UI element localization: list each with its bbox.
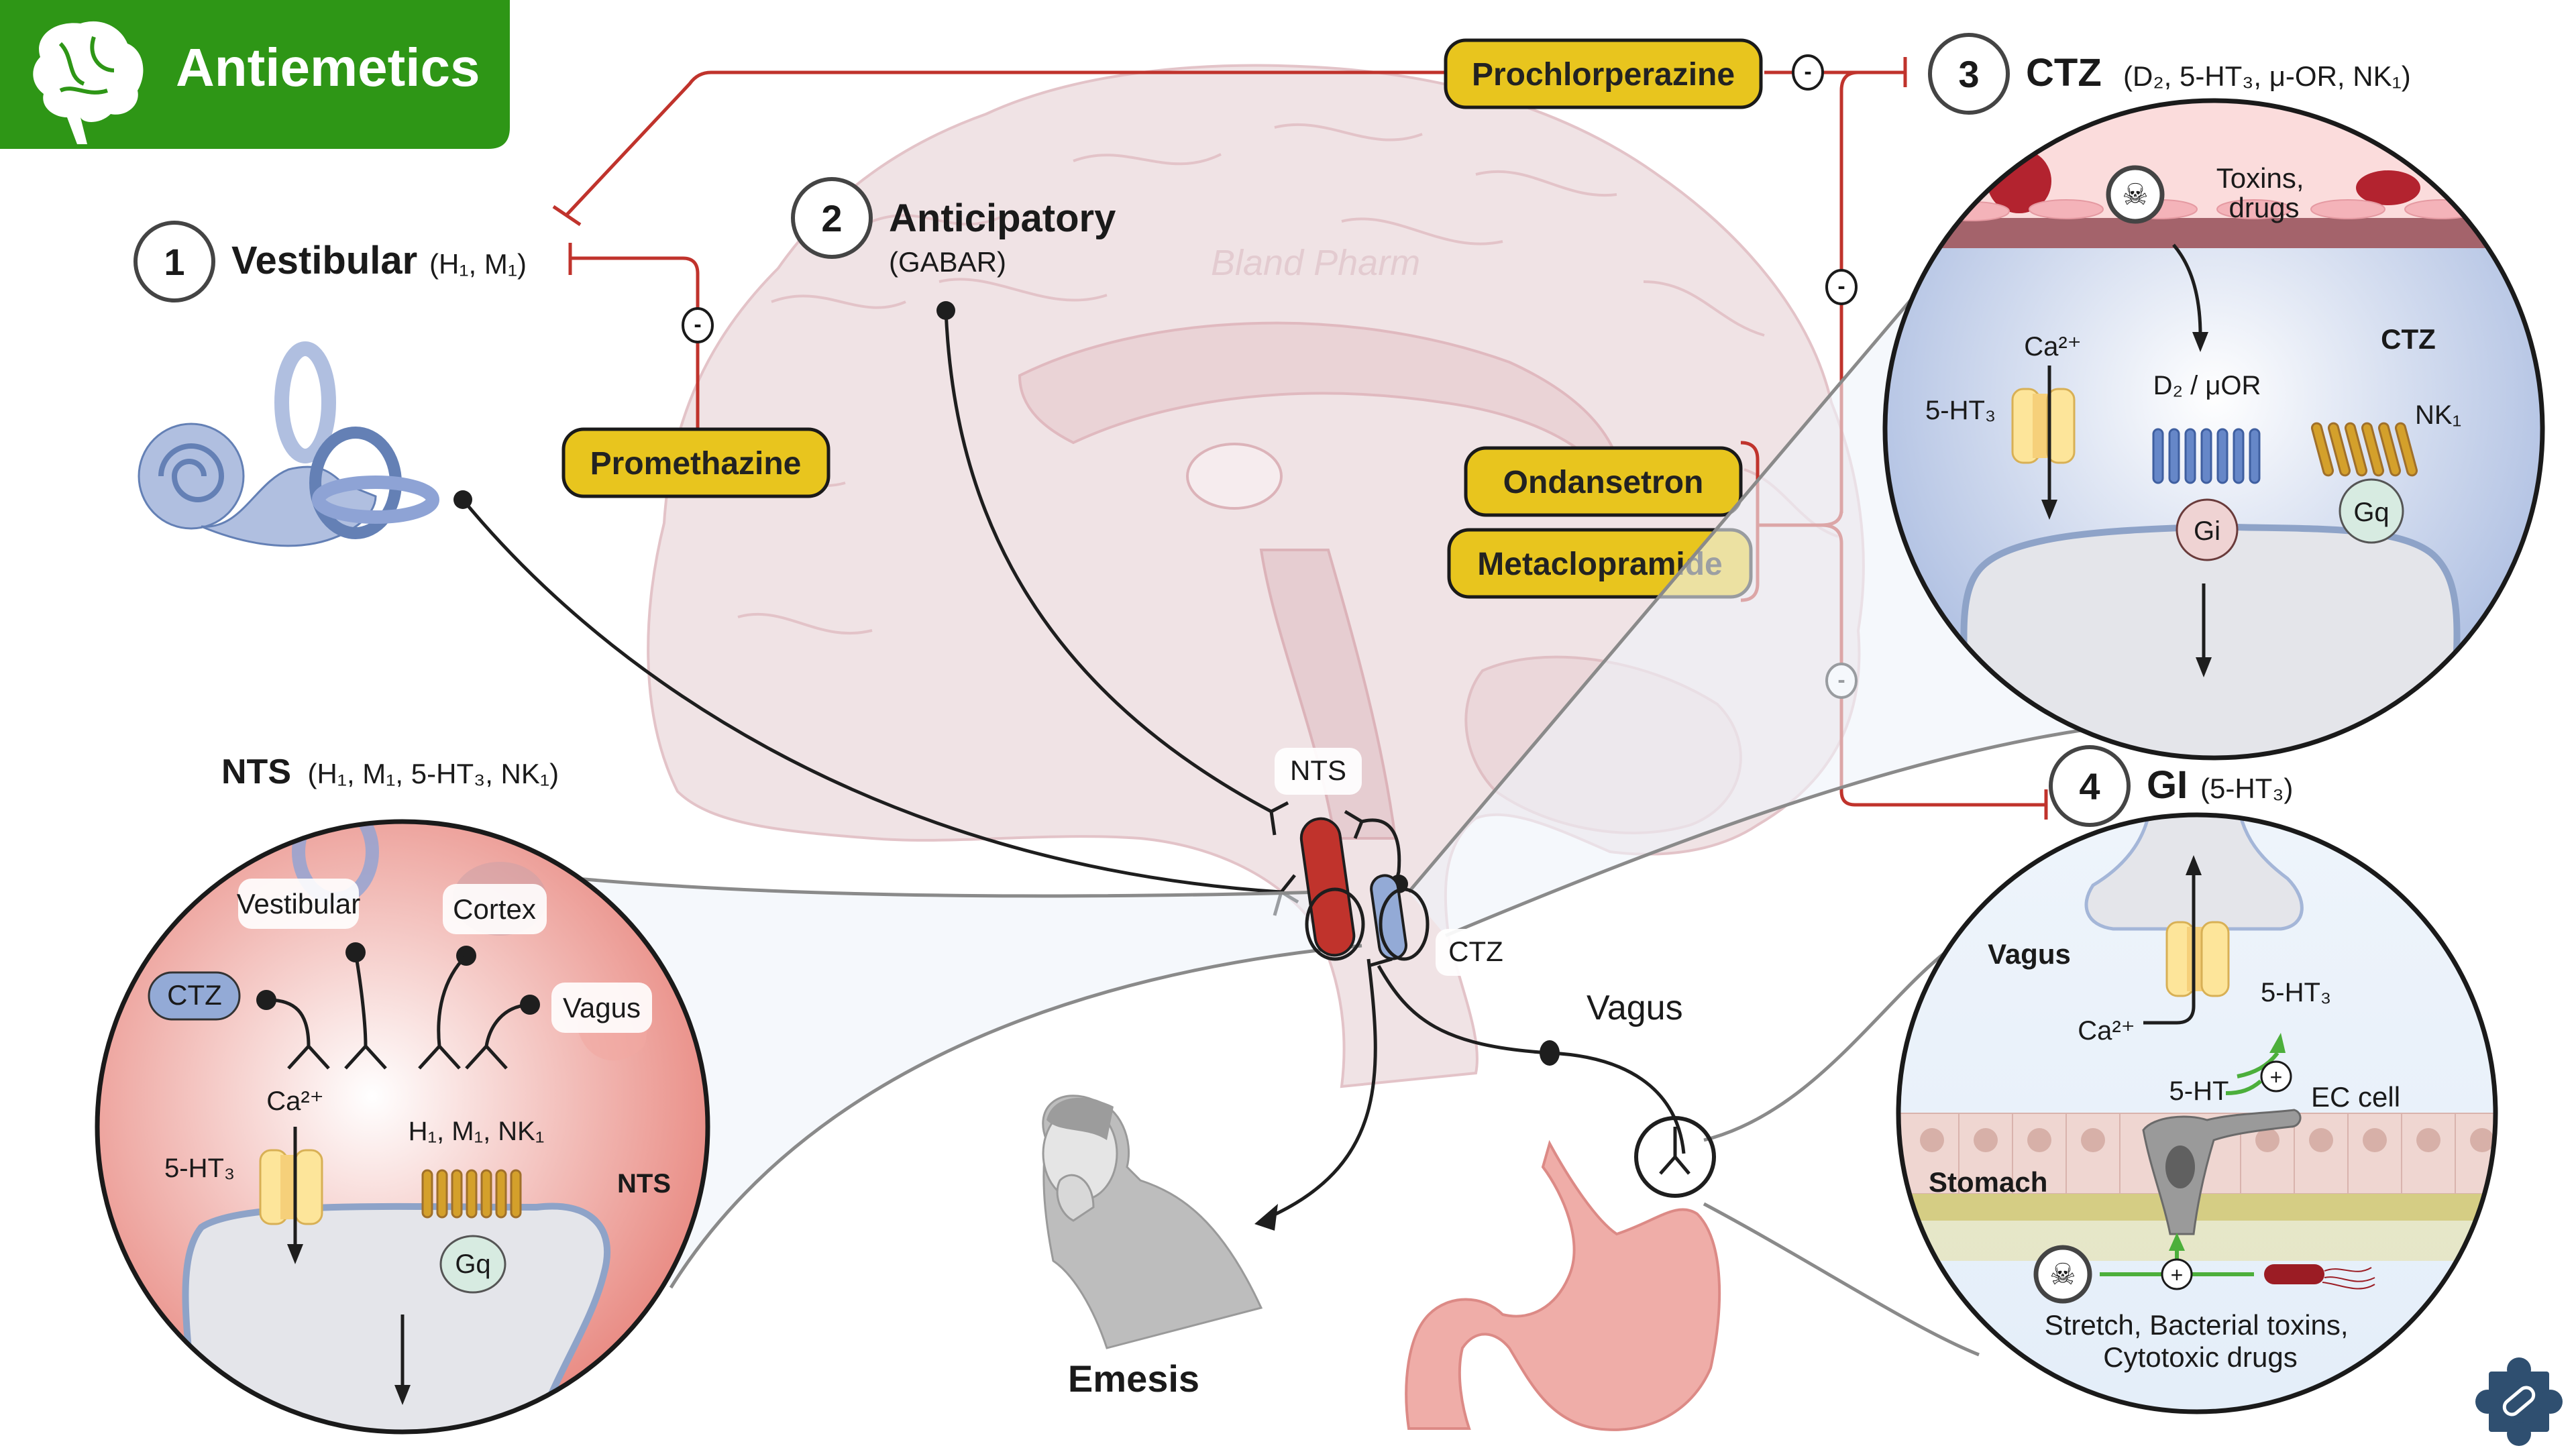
- svg-text:2: 2: [821, 197, 842, 239]
- nts-brainstem-label: NTS: [1275, 748, 1362, 795]
- gi-vagus-label: Vagus: [1988, 938, 2071, 970]
- ctz-d2-receptor: [2152, 428, 2261, 484]
- gi-serotonin-label: 5-HT: [2169, 1076, 2229, 1106]
- gi-calcium-label: Ca²⁺: [2078, 1016, 2135, 1046]
- nts-input-cortex: Cortex: [443, 884, 547, 934]
- nts-channel-label: 5-HT₃: [164, 1154, 235, 1183]
- gi-detail-panel: Vagus 5-HT₃ Ca²⁺ + 5-HT EC cell Stomach …: [1896, 812, 2498, 1414]
- brain-icon: [33, 21, 144, 144]
- drug-prochlorperazine[interactable]: Prochlorperazine: [1444, 38, 1763, 109]
- nts-input-ctz: CTZ: [148, 971, 241, 1021]
- svg-text:Gq: Gq: [2353, 498, 2389, 527]
- brainstem-nuclei: NTS CTZ Vagus: [1275, 748, 1683, 1027]
- nts-gpcr-receptor: [421, 1169, 522, 1219]
- inner-ear-illustration: [138, 341, 439, 547]
- svg-text:☠: ☠: [2049, 1258, 2076, 1291]
- gi-5ht3-channel: [2143, 855, 2230, 1025]
- gi-channel-label: 5-HT₃: [2261, 978, 2331, 1007]
- ctz-region-label: CTZ: [2381, 323, 2436, 355]
- nts-gpcr-label: H₁, M₁, NK₁: [409, 1117, 545, 1146]
- watermark: Bland Pharm: [1211, 243, 1420, 283]
- emesis-label: Emesis: [1068, 1357, 1199, 1400]
- ctz-gi-protein: Gi: [2176, 498, 2239, 561]
- stimulation-marker: +: [2260, 1060, 2292, 1093]
- header-title: Antiemetics: [176, 38, 480, 97]
- svg-text:1: 1: [164, 241, 184, 283]
- gi-ec-cell-label: EC cell: [2311, 1081, 2400, 1113]
- pathway-ctz-heading: 3 CTZ (D₂, 5-HT₃, μ-OR, NK₁): [1928, 33, 2411, 115]
- nts-detail-panel: NTS (H₁, M₁, 5-HT₃, NK₁) Vestibular Cort…: [95, 752, 710, 1435]
- bacteria-icon: [2264, 1264, 2375, 1290]
- gi-stomach-label: Stomach: [1929, 1166, 2047, 1198]
- drug-ondansetron[interactable]: Ondansetron: [1464, 446, 1743, 517]
- svg-text:Prochlorperazine: Prochlorperazine: [1472, 57, 1735, 93]
- ctz-gpcr1-label: D₂ / μOR: [2153, 371, 2261, 400]
- svg-text:(D₂, 5-HT₃, μ-OR, NK₁): (D₂, 5-HT₃, μ-OR, NK₁): [2123, 60, 2411, 92]
- ctz-channel-label: 5-HT₃: [1925, 396, 1996, 425]
- svg-text:NTS: NTS: [1290, 755, 1346, 786]
- svg-text:GI: GI: [2147, 763, 2188, 807]
- ctz-brainstem-label: CTZ: [1436, 929, 1516, 976]
- nts-5ht3-channel: [259, 1127, 323, 1264]
- nts-calcium-label: Ca²⁺: [266, 1086, 324, 1116]
- neural-pathways: [453, 301, 1686, 1231]
- emesis-person-illustration: Emesis: [1042, 1095, 1263, 1400]
- pathway-vestibular-heading: 1 Vestibular (H₁, M₁): [133, 221, 527, 302]
- nts-region-label: NTS: [617, 1169, 671, 1198]
- ctz-calcium-label: Ca²⁺: [2024, 332, 2082, 361]
- svg-text:Gq: Gq: [455, 1249, 490, 1279]
- svg-text:Vagus: Vagus: [563, 992, 641, 1023]
- pathway-gi-heading: 4 GI (5-HT₃): [2049, 745, 2293, 827]
- inhibition-marker: -: [682, 307, 714, 343]
- nts-gq-protein: Gq: [439, 1235, 506, 1294]
- svg-text:☠: ☠: [2122, 178, 2148, 211]
- nts-panel-title: NTS (H₁, M₁, 5-HT₃, NK₁): [221, 752, 559, 791]
- svg-text:3: 3: [1958, 53, 1979, 95]
- ctz-detail-panel: ☠ Toxins, drugs CTZ Ca²⁺ 5-HT₃ D₂ / μOR: [1882, 98, 2545, 761]
- svg-text:+: +: [2270, 1065, 2283, 1089]
- svg-text:Vestibular: Vestibular: [231, 239, 417, 282]
- svg-text:Anticipatory: Anticipatory: [889, 197, 1116, 240]
- svg-text:-: -: [1804, 59, 1811, 85]
- nts-input-vagus: Vagus: [551, 983, 652, 1033]
- inhibition-marker: -: [1825, 269, 1858, 305]
- svg-text:Ondansetron: Ondansetron: [1503, 465, 1704, 500]
- nts-synapses: [256, 942, 540, 1070]
- svg-text:-: -: [1837, 274, 1845, 299]
- svg-text:(GABAR): (GABAR): [889, 246, 1006, 278]
- svg-text:(5-HT₃): (5-HT₃): [2200, 773, 2293, 804]
- svg-text:Vestibular: Vestibular: [237, 888, 360, 919]
- svg-text:-: -: [694, 312, 701, 337]
- ctz-nk1-receptor: [2310, 422, 2418, 477]
- drug-promethazine[interactable]: Promethazine: [561, 427, 830, 498]
- gi-stimuli: ☠ +: [2033, 1233, 2375, 1304]
- svg-text:CTZ: CTZ: [2026, 51, 2102, 95]
- svg-text:+: +: [2171, 1263, 2184, 1287]
- svg-text:Promethazine: Promethazine: [590, 446, 802, 482]
- ctz-5ht3-channel: [2011, 366, 2076, 520]
- svg-text:4: 4: [2079, 765, 2100, 807]
- ctz-gpcr2-label: NK₁: [2415, 400, 2461, 430]
- svg-text:CTZ: CTZ: [1448, 936, 1503, 967]
- svg-text:CTZ: CTZ: [167, 979, 222, 1011]
- ec-cell: [2142, 1109, 2302, 1235]
- vagus-label: Vagus: [1587, 989, 1683, 1027]
- toxin-skull-icon: ☠: [2106, 165, 2165, 224]
- svg-text:Gi: Gi: [2194, 516, 2220, 546]
- svg-text:(H₁, M₁): (H₁, M₁): [429, 248, 527, 280]
- pathway-anticipatory-heading: 2 Anticipatory (GABAR): [791, 177, 1116, 278]
- stomach-illustration: [1405, 1116, 1721, 1431]
- puzzle-pill-icon: [2475, 1357, 2563, 1446]
- gi-stimuli-label: Stretch, Bacterial toxins, Cytotoxic dru…: [2045, 1309, 2357, 1373]
- inhibition-marker: -: [1792, 54, 1824, 91]
- ctz-toxins-label: Toxins, drugs: [2216, 162, 2312, 223]
- header-banner: Antiemetics: [0, 0, 510, 149]
- nts-input-vestibular: Vestibular: [237, 879, 360, 929]
- svg-text:Cortex: Cortex: [453, 893, 536, 925]
- ctz-gq-protein: Gq: [2339, 478, 2404, 544]
